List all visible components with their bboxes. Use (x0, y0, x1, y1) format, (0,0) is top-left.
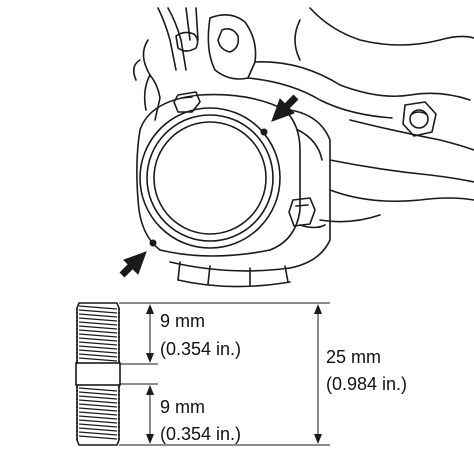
alignment-mark-lower (149, 239, 157, 247)
lower-thread-length-inch-label: (0.354 in.) (160, 424, 242, 444)
upper-bolt (173, 91, 201, 113)
hub-bolt (402, 101, 437, 137)
lower-thread-length-label: 9 mm (160, 397, 205, 417)
bearing-seal (139, 107, 281, 249)
dimension-upper-thread (146, 304, 154, 363)
stud-bolt (75, 302, 121, 446)
alignment-mark-upper (260, 128, 268, 136)
knuckle-housing (132, 7, 474, 288)
dimension-lower-thread (146, 385, 154, 444)
arrow-lower-left (119, 251, 147, 278)
arrow-upper-right (271, 94, 299, 122)
total-length-label: 25 mm (326, 347, 382, 367)
extension-lines (119, 302, 330, 446)
upper-thread-length-label: 9 mm (160, 311, 205, 331)
upper-thread-length-inch-label: (0.354 in.) (160, 339, 242, 359)
housing-side-bolt (288, 197, 316, 227)
dimension-total-length (314, 304, 322, 444)
total-length-inch-label: (0.984 in.) (326, 374, 408, 394)
